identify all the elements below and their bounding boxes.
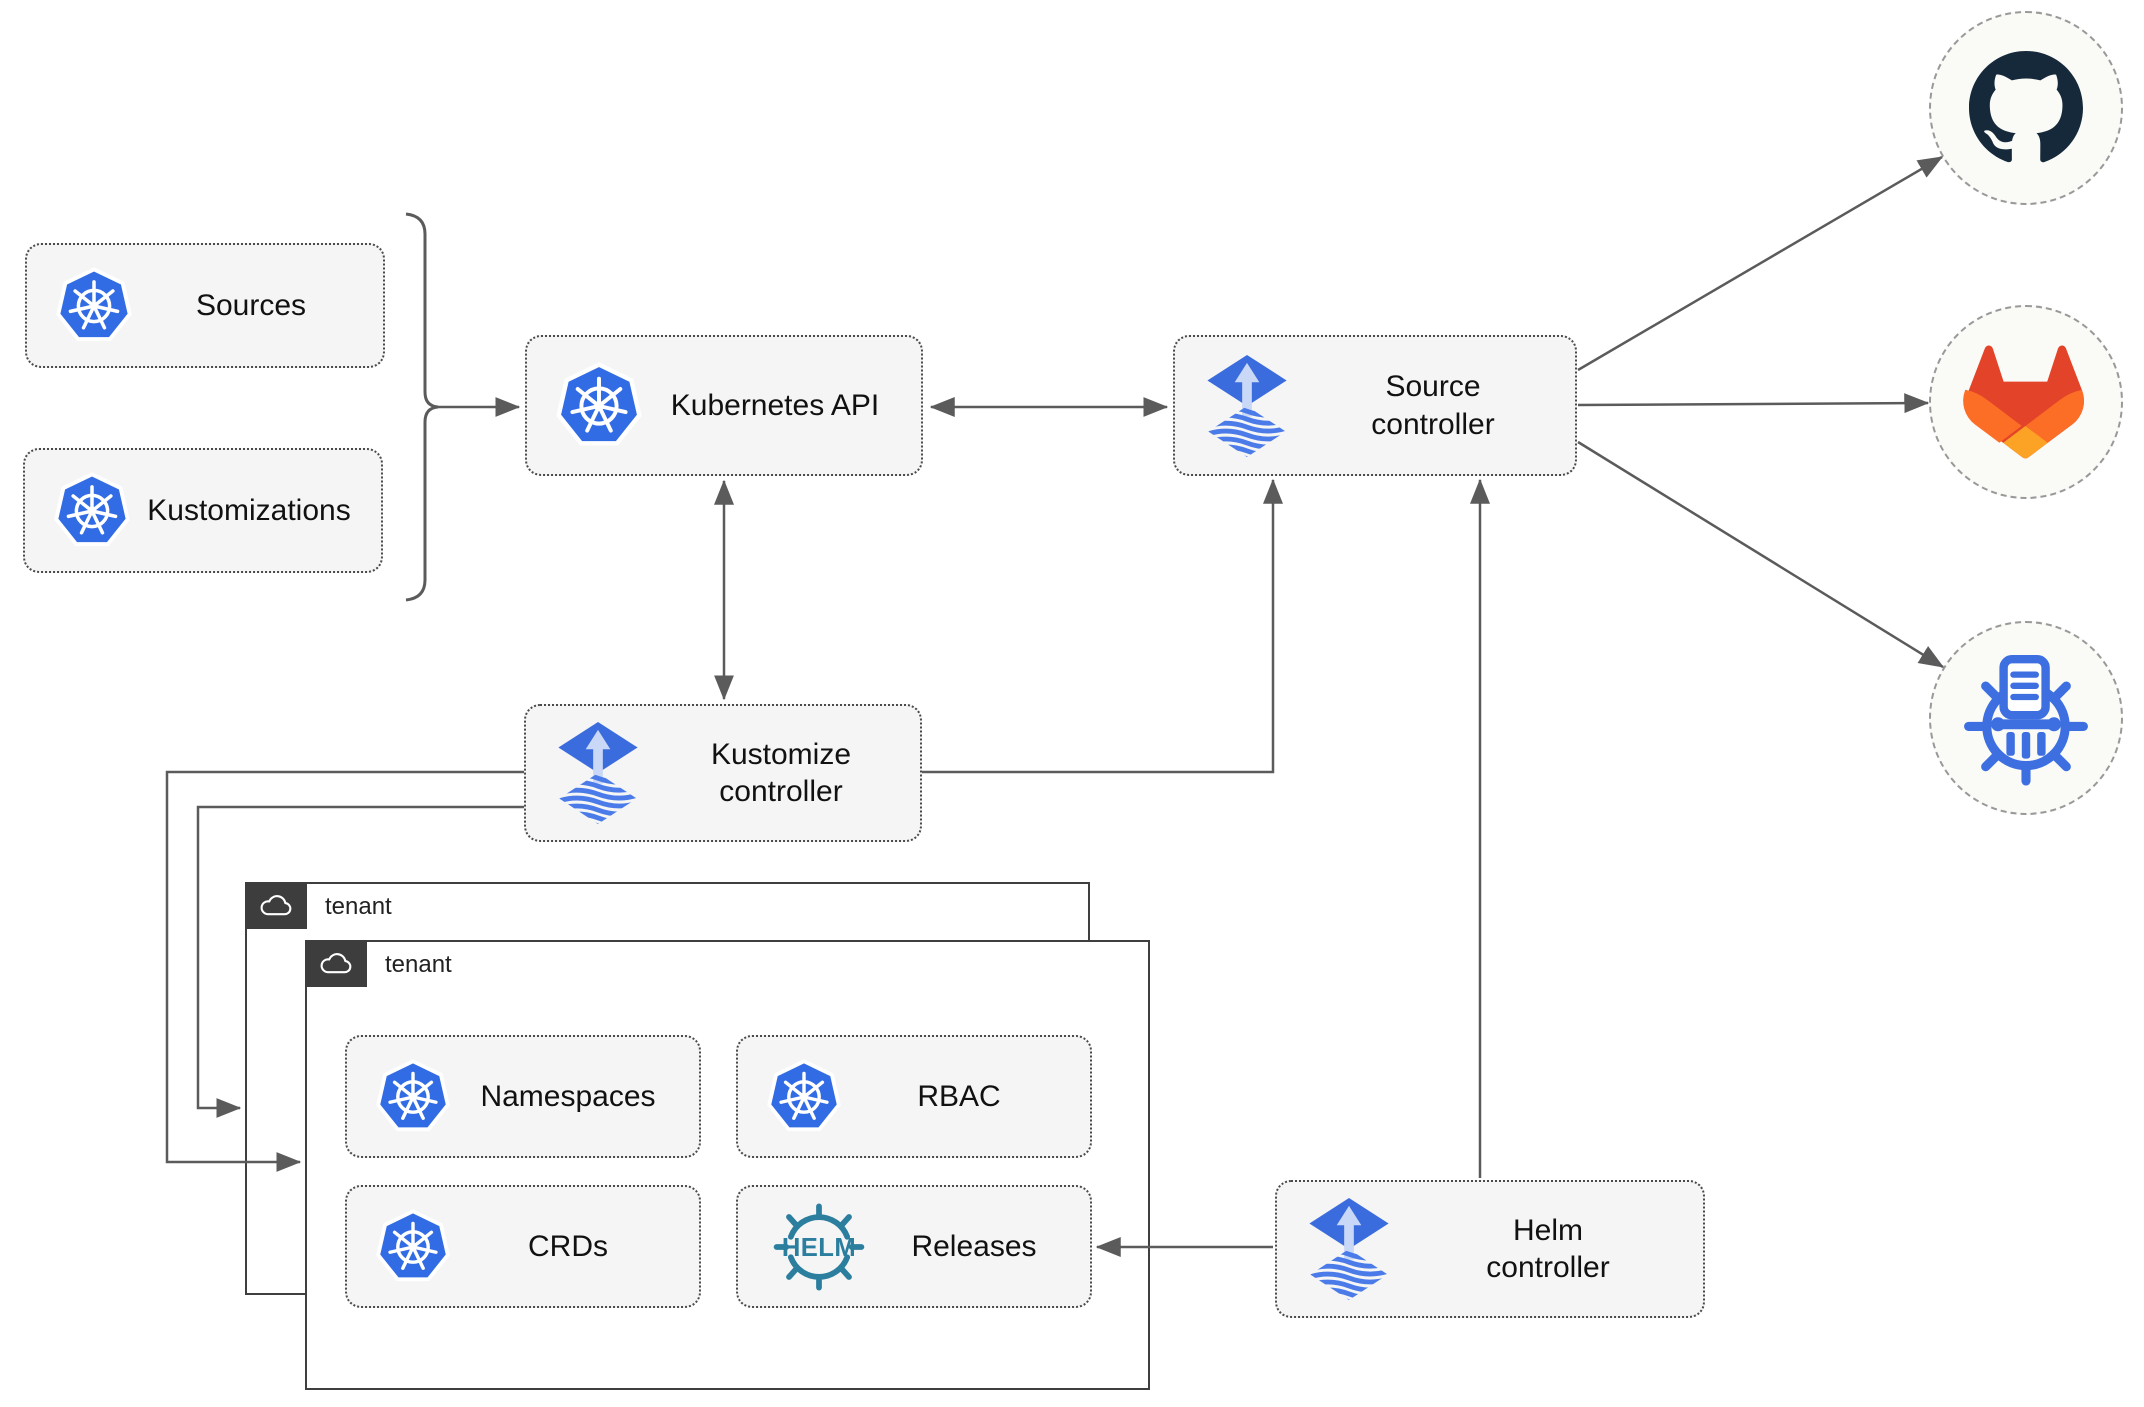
endpoint-gitlab: [1929, 305, 2123, 499]
node-kubernetes-api: Kubernetes API: [525, 335, 923, 476]
tenant-tab: [245, 882, 307, 929]
bracket-sources-group: [405, 212, 439, 602]
edge-source-to-gitlab: [1577, 393, 1930, 414]
endpoint-github: [1929, 11, 2123, 205]
kubernetes-icon: [375, 1209, 451, 1285]
node-helm-controller: Helm controller: [1275, 1180, 1705, 1318]
flux-icon: [1203, 353, 1291, 459]
node-kustomizations: Kustomizations: [23, 448, 383, 573]
flux-icon: [1305, 1196, 1393, 1302]
edge-source-to-chartmuseum: [1577, 440, 1945, 669]
node-label: CRDs: [528, 1229, 608, 1263]
tenant-box-front: tenant: [305, 940, 1150, 1390]
node-label: Source controller: [1371, 370, 1495, 441]
tenant-tab: [305, 940, 367, 987]
kubernetes-icon: [53, 472, 131, 550]
node-sources: Sources: [25, 243, 385, 368]
edge-source-to-github: [1577, 155, 1944, 372]
node-label: Sources: [195, 288, 307, 322]
cloud-icon: [317, 950, 355, 978]
node-label: Namespaces: [480, 1079, 656, 1113]
kubernetes-icon: [55, 267, 133, 345]
cloud-icon: [257, 892, 295, 920]
endpoint-chartmuseum: [1929, 621, 2123, 815]
edge-kustomize-to-source-controller: [922, 478, 1283, 774]
tenant-label: tenant: [385, 951, 452, 978]
node-label: Helm controller: [1486, 1213, 1610, 1285]
node-label: Kubernetes API: [670, 388, 880, 422]
kubernetes-icon: [766, 1059, 842, 1135]
github-icon: [1969, 51, 2083, 165]
tenant-label: tenant: [325, 893, 392, 920]
node-namespaces: Namespaces: [345, 1035, 701, 1158]
node-source-controller: Source controller: [1173, 335, 1577, 476]
node-releases: Releases: [736, 1185, 1092, 1308]
node-label: RBAC: [917, 1079, 1001, 1113]
gitlab-icon: [1961, 341, 2091, 463]
helm-icon: [766, 1200, 872, 1294]
kubernetes-icon: [555, 362, 643, 450]
node-rbac: RBAC: [736, 1035, 1092, 1158]
node-label: Kustomize controller: [710, 737, 852, 809]
node-label: Releases: [911, 1229, 1037, 1263]
node-label: Kustomizations: [147, 493, 351, 527]
flux-icon: [554, 720, 642, 826]
node-crds: CRDs: [345, 1185, 701, 1308]
kubernetes-icon: [375, 1059, 451, 1135]
chartmuseum-icon: [1956, 648, 2096, 788]
node-kustomize-controller: Kustomize controller: [524, 704, 922, 842]
